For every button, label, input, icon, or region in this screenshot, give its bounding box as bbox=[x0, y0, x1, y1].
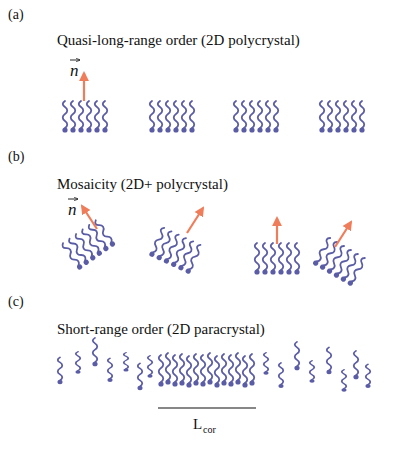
molecule bbox=[235, 353, 240, 385]
molecule bbox=[365, 364, 370, 388]
molecule bbox=[263, 353, 268, 375]
molecule bbox=[221, 354, 226, 386]
vector-symbol: n bbox=[70, 62, 79, 79]
molecule bbox=[57, 357, 62, 384]
molecule bbox=[94, 101, 99, 133]
molecule bbox=[353, 351, 358, 379]
panel-letter: (a) bbox=[8, 8, 24, 22]
length-subscript: cor bbox=[203, 425, 216, 435]
molecule bbox=[249, 101, 254, 133]
molecule bbox=[67, 237, 89, 266]
molecule bbox=[273, 101, 278, 133]
director-arrow bbox=[335, 222, 351, 247]
molecule bbox=[278, 243, 283, 275]
molecule bbox=[149, 101, 154, 133]
molecule bbox=[165, 101, 170, 133]
molecule bbox=[189, 101, 194, 133]
panel-title: Mosaicity (2D+ polycrystal) bbox=[57, 177, 228, 192]
molecule bbox=[262, 243, 267, 275]
molecule bbox=[294, 342, 299, 370]
molecule bbox=[75, 352, 80, 374]
molecule bbox=[309, 361, 314, 383]
molecule bbox=[62, 101, 67, 133]
molecule bbox=[343, 101, 348, 133]
molecule bbox=[61, 242, 83, 271]
molecule bbox=[74, 233, 96, 262]
molecule bbox=[102, 101, 107, 133]
director-arrow bbox=[276, 218, 278, 244]
molecule bbox=[173, 101, 178, 133]
molecule bbox=[214, 356, 219, 388]
molecule-domain bbox=[319, 101, 364, 133]
molecule-domain bbox=[149, 101, 194, 133]
molecule bbox=[312, 237, 332, 267]
molecule bbox=[333, 249, 353, 279]
molecule bbox=[172, 355, 177, 387]
molecule bbox=[326, 245, 346, 275]
molecule bbox=[207, 353, 212, 385]
molecule bbox=[270, 243, 275, 275]
molecule bbox=[249, 354, 254, 386]
director-arrow bbox=[82, 206, 97, 229]
molecule bbox=[181, 101, 186, 133]
molecule bbox=[70, 101, 75, 133]
director-arrow bbox=[187, 208, 203, 233]
molecule bbox=[179, 354, 184, 386]
molecule bbox=[241, 101, 246, 133]
molecule bbox=[157, 101, 162, 133]
panel-letter: (b) bbox=[8, 150, 24, 164]
molecule bbox=[319, 101, 324, 133]
molecule bbox=[193, 354, 198, 386]
molecule bbox=[347, 257, 367, 287]
molecule-domain bbox=[61, 219, 116, 271]
molecule bbox=[185, 244, 203, 275]
molecule bbox=[351, 101, 356, 133]
molecule bbox=[78, 101, 83, 133]
molecule-domain bbox=[62, 101, 107, 133]
molecule bbox=[81, 228, 103, 257]
molecule bbox=[286, 243, 291, 275]
molecule bbox=[123, 353, 128, 372]
molecule bbox=[242, 356, 247, 388]
molecule bbox=[147, 356, 152, 378]
molecule bbox=[186, 356, 191, 388]
molecule bbox=[327, 101, 332, 133]
molecule bbox=[278, 363, 283, 388]
molecule bbox=[87, 223, 109, 252]
molecule bbox=[92, 338, 97, 366]
molecule bbox=[340, 253, 360, 283]
molecule bbox=[265, 101, 270, 133]
molecule bbox=[233, 101, 238, 133]
panel-title: Short-range order (2D paracrystal) bbox=[57, 322, 265, 337]
panel-title: Quasi-long-range order (2D polycrystal) bbox=[57, 33, 300, 48]
molecule bbox=[165, 353, 170, 385]
molecule bbox=[137, 363, 142, 390]
molecule bbox=[107, 358, 112, 382]
molecule-domain bbox=[254, 243, 299, 275]
molecule bbox=[94, 219, 116, 248]
molecule bbox=[294, 243, 299, 275]
molecule-domain bbox=[233, 101, 278, 133]
vector-arrow bbox=[68, 199, 78, 200]
molecule bbox=[158, 355, 163, 387]
molecule-domain bbox=[312, 237, 367, 287]
molecule bbox=[86, 101, 91, 133]
vector-arrow bbox=[70, 60, 80, 61]
panel-letter: (c) bbox=[8, 295, 24, 309]
director-arrow bbox=[83, 73, 85, 101]
molecule bbox=[228, 355, 233, 387]
molecule bbox=[341, 370, 346, 392]
vector-symbol: n bbox=[68, 201, 77, 218]
molecule-domain bbox=[149, 227, 203, 275]
correlation-length-bar bbox=[158, 407, 256, 408]
molecule bbox=[200, 355, 205, 387]
molecule bbox=[254, 243, 259, 275]
molecule bbox=[257, 101, 262, 133]
molecule bbox=[335, 101, 340, 133]
length-symbol: L bbox=[193, 417, 202, 432]
molecule bbox=[359, 101, 364, 133]
molecule bbox=[326, 347, 331, 374]
